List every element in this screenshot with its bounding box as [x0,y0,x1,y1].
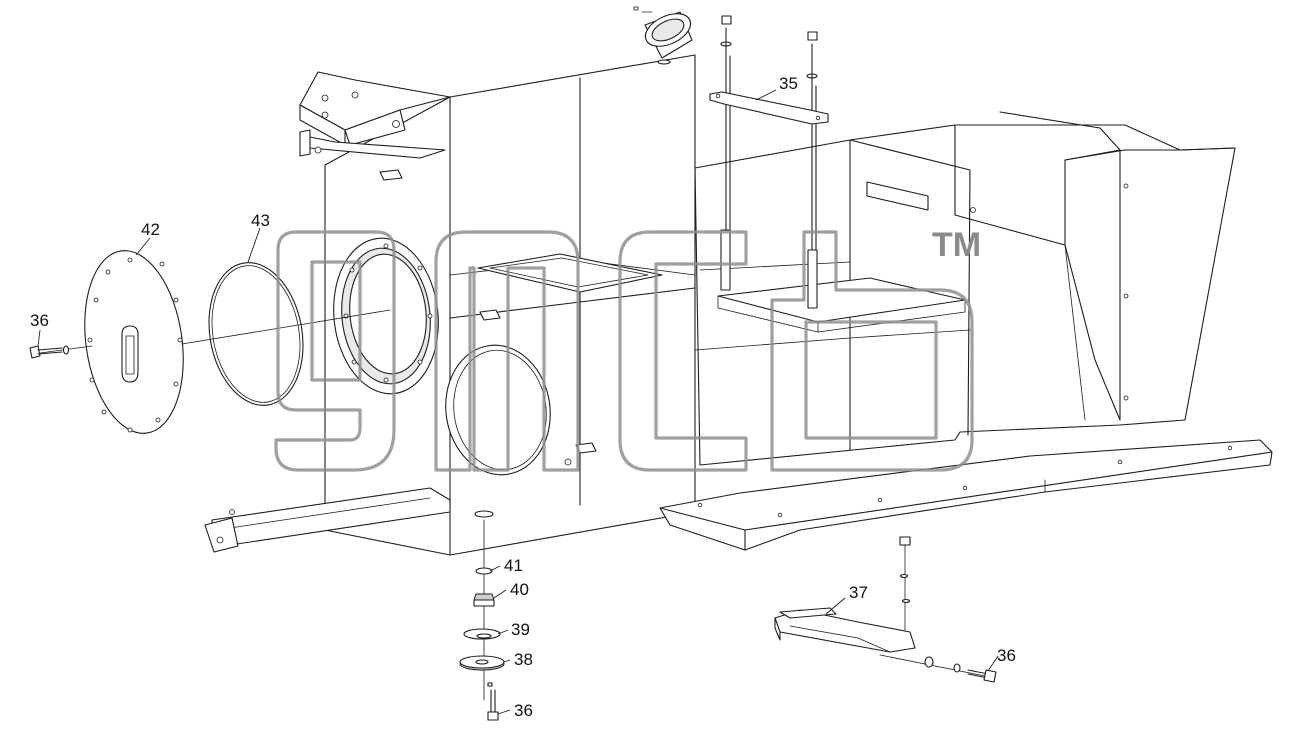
callout-43: 43 [251,211,270,230]
callout-38: 38 [514,650,533,669]
top-mount-bracket [299,71,451,159]
drain-stack [459,519,505,721]
part-36-bolt-right [967,669,997,683]
callout-35: 35 [779,74,798,93]
part-40-plug [473,593,495,607]
callout-42: 42 [141,220,160,239]
callout-leaders [37,89,999,715]
front-box-body [324,54,696,556]
part-42-cover-plate [84,250,184,434]
watermark-logo: TM [274,226,981,472]
callout-36-bottom: 36 [514,701,533,720]
filler-neck [644,11,693,65]
part-43-gasket-ring [208,262,304,406]
watermark-trademark: TM [932,226,981,264]
rear-box-body [694,111,1236,466]
callout-36-right: 36 [997,646,1016,665]
part-36-bolt-bottom [487,689,499,721]
callout-39: 39 [511,620,530,639]
right-floor-beam [659,439,1273,551]
part-41-washer [475,567,493,575]
part-38-flange-plate [459,655,505,671]
callout-40: 40 [510,580,529,599]
left-bottom-rail [204,487,451,553]
part-35-rod-assembly [709,15,829,309]
tiny-mark [633,6,653,13]
callout-37: 37 [849,583,868,602]
callout-36-left: 36 [30,311,49,330]
callout-41: 41 [504,556,523,575]
part-36-bolt-left [29,345,70,359]
part-37-step-bracket [774,536,997,683]
